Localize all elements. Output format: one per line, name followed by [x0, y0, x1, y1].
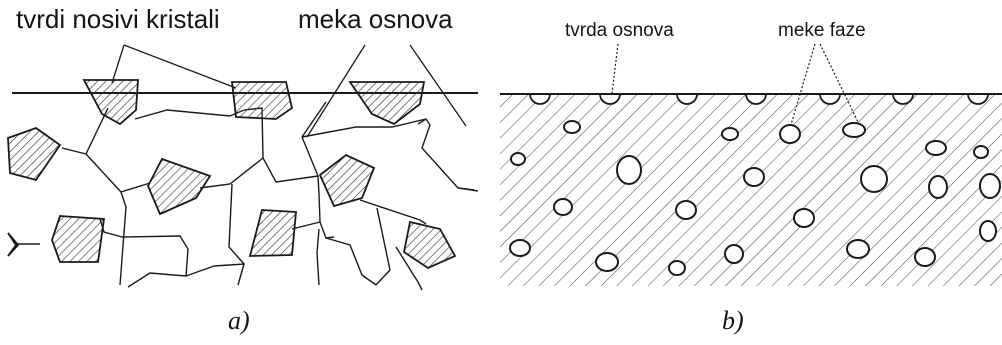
- leader-soft-2: [409, 44, 467, 127]
- notch-2: [599, 93, 621, 105]
- soft-phases: [509, 120, 1001, 276]
- crystal-3: [348, 81, 426, 126]
- caption-b: b): [722, 306, 744, 335]
- leader-hard-2: [123, 44, 237, 89]
- leader-hard-base: [611, 43, 619, 95]
- label-hard-base: tvrda osnova: [565, 20, 674, 41]
- crystal-1: [82, 79, 139, 126]
- caption-a: a): [228, 306, 250, 335]
- leader-soft-1b: [789, 43, 816, 129]
- crystal-2: [230, 81, 294, 120]
- crystal-9: [402, 220, 457, 270]
- crystal-8: [248, 209, 297, 257]
- panel-b: [500, 43, 1002, 286]
- notch-3: [676, 93, 698, 105]
- notch-6: [892, 93, 914, 105]
- crystal-6: [318, 153, 376, 208]
- leader-hard-1: [111, 44, 125, 84]
- notch-5: [819, 93, 841, 105]
- grain-boundaries: [16, 101, 479, 291]
- crystal-4: [7, 126, 62, 182]
- notch-7: [967, 93, 989, 105]
- notch-1: [529, 93, 551, 105]
- leader-soft-2b: [819, 43, 861, 127]
- label-hard-crystals: tvrdi nosivi kristali: [16, 4, 220, 34]
- label-soft-phases: meke faze: [778, 20, 866, 41]
- notch-4: [745, 93, 767, 105]
- label-soft-base: meka osnova: [298, 4, 453, 34]
- hard-base-body: [500, 94, 1002, 286]
- panel-a: [7, 44, 479, 291]
- crystal-7: [51, 215, 106, 263]
- leader-soft-1: [306, 44, 366, 138]
- crystal-10: [7, 232, 20, 257]
- crystal-5: [147, 157, 212, 216]
